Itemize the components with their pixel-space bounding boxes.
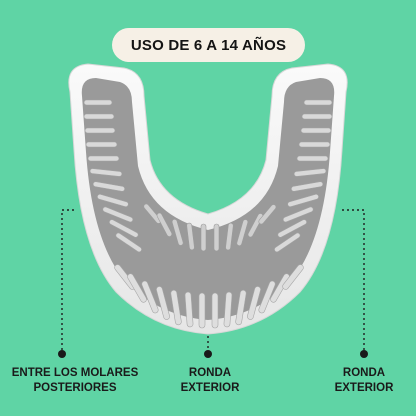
- label-outer-round-middle: RONDA EXTERIOR: [168, 366, 252, 396]
- label-middle-line1: RONDA: [188, 367, 232, 379]
- dot-right: [360, 350, 368, 358]
- callout-leader-lines: [61, 209, 365, 352]
- label-between-molars: ENTRE LOS MOLARES POSTERIORES: [0, 366, 150, 396]
- label-left-line1: ENTRE LOS MOLARES: [11, 367, 139, 379]
- bristle-rows-left-arm: [83, 99, 142, 253]
- label-right-line2: EXTERIOR: [334, 382, 394, 394]
- bristle-rows-inner: [143, 203, 277, 252]
- leader-line-right: [342, 209, 365, 352]
- dot-left: [58, 350, 66, 358]
- bristle-rows-outer: [114, 264, 304, 329]
- bristle-rows-right-arm: [274, 99, 333, 253]
- label-right-line1: RONDA: [342, 367, 386, 379]
- label-left-line2: POSTERIORES: [33, 382, 117, 394]
- label-outer-round-right: RONDA EXTERIOR: [322, 366, 406, 396]
- age-range-badge: USO DE 6 A 14 AÑOS: [112, 28, 305, 62]
- callout-dots: [58, 350, 368, 358]
- age-range-title: USO DE 6 A 14 AÑOS: [130, 36, 287, 54]
- label-middle-line2: EXTERIOR: [180, 382, 240, 394]
- brush-bristle-bed: [81, 78, 335, 320]
- dot-middle: [204, 350, 212, 358]
- leader-line-left: [61, 209, 74, 352]
